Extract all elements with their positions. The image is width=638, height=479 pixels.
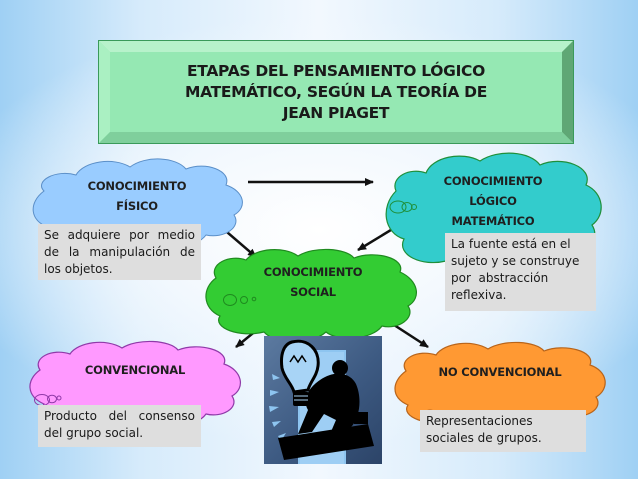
- node-conocimiento-social: CONOCIMIENTO SOCIAL: [202, 248, 424, 385]
- title-bevel: [562, 41, 573, 143]
- note-line: los objetos.: [44, 262, 113, 276]
- node-label: CONOCIMIENTO SOCIAL: [202, 179, 424, 385]
- title-line: ETAPAS DEL PENSAMIENTO LÓGICO: [187, 61, 485, 80]
- node-label: NO CONVENCIONAL: [394, 300, 606, 443]
- note-line: Se adquiere por medio: [44, 228, 195, 242]
- note-line: La fuente está en el: [451, 237, 571, 251]
- note-line: reflexiva.: [451, 288, 507, 302]
- label-line: CONOCIMIENTO: [87, 179, 187, 193]
- label-line: MATEMÁTICO: [451, 213, 535, 228]
- label-line: CONOCIMIENTO: [263, 265, 363, 279]
- note-convencional: Producto del consenso del grupo social.: [38, 405, 201, 447]
- label-line: CONOCIMIENTO: [443, 173, 543, 188]
- title-bevel: [99, 132, 573, 143]
- label-line: SOCIAL: [290, 285, 336, 299]
- note-line: Producto del consenso: [44, 409, 195, 423]
- note-line: de la manipulación de: [44, 245, 195, 259]
- clipart-illustration: [269, 339, 374, 464]
- node-label: CONOCIMIENTO LÓGICO MATEMÁTICO: [380, 119, 606, 282]
- lightbulb-businessman-icon: [264, 336, 382, 464]
- note-no-convencional: Representaciones sociales de grupos.: [420, 410, 586, 452]
- label-line: LÓGICO: [469, 193, 517, 208]
- note-fisico: Se adquiere por medio de la manipulación…: [38, 224, 201, 280]
- label-line: CONVENCIONAL: [84, 363, 186, 377]
- node-label: CONOCIMIENTO FÍSICO: [26, 131, 248, 261]
- title-box: ETAPAS DEL PENSAMIENTO LÓGICO MATEMÁTICO…: [98, 40, 574, 144]
- title-bevel: [99, 41, 573, 52]
- label-line: FÍSICO: [116, 199, 158, 213]
- note-logico-matematico: La fuente está en el sujeto y se constru…: [445, 233, 596, 311]
- cloud-shape: [205, 248, 417, 343]
- label-line: NO CONVENCIONAL: [438, 364, 562, 379]
- title-bevel: [99, 41, 110, 143]
- note-line: por abstracción: [451, 271, 549, 285]
- node-label: CONVENCIONAL: [26, 300, 244, 440]
- note-line: Representaciones: [426, 414, 533, 428]
- note-line: sociales de grupos.: [426, 431, 542, 445]
- title-line: JEAN PIAGET: [282, 103, 390, 122]
- title-line: MATEMÁTICO, SEGÚN LA TEORÍA DE: [184, 82, 487, 101]
- note-line: sujeto y se construye: [451, 254, 580, 268]
- page-title: ETAPAS DEL PENSAMIENTO LÓGICO MATEMÁTICO…: [110, 52, 562, 132]
- note-line: del grupo social.: [44, 426, 144, 440]
